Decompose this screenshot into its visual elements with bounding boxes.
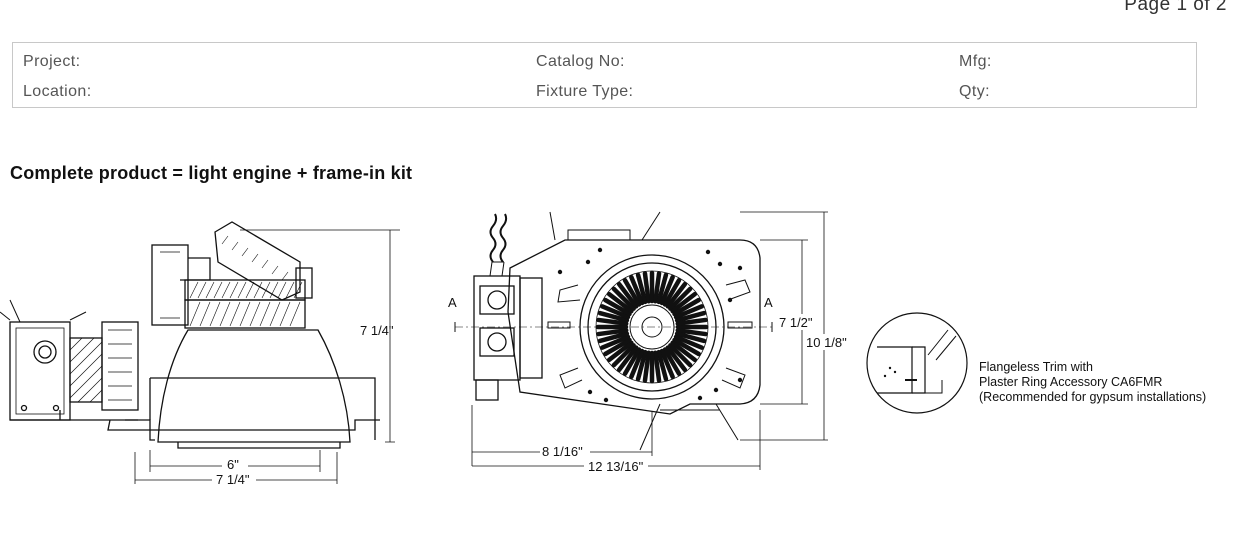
heat-sink-fins xyxy=(595,270,709,384)
detail-note-line-3: (Recommended for gypsum installations) xyxy=(979,390,1207,404)
mounting-hole xyxy=(697,395,703,401)
project-field: Project: xyxy=(23,53,81,70)
mounting-hole xyxy=(603,397,609,403)
fin xyxy=(675,328,708,337)
detail-note-line-2: Plaster Ring Accessory CA6FMR xyxy=(979,375,1163,389)
mounting-hole xyxy=(737,377,743,383)
fin xyxy=(642,271,651,304)
fin xyxy=(616,345,639,373)
section-marker-left: A xyxy=(448,295,457,310)
fin xyxy=(635,272,648,305)
section-marker-right: A xyxy=(764,295,773,310)
side-width-dim: 7 1/4" xyxy=(216,472,250,487)
fin xyxy=(673,304,705,320)
fin xyxy=(597,331,630,344)
fin xyxy=(673,334,705,350)
fin xyxy=(668,286,693,311)
fin xyxy=(653,271,662,304)
fin xyxy=(597,310,630,323)
technical-drawing: 7 1/4" 6" 7 1/4" xyxy=(0,211,968,487)
fixture-type-field: Fixture Type: xyxy=(536,83,634,100)
fin xyxy=(596,328,629,337)
fin xyxy=(672,337,702,357)
mounting-hole xyxy=(737,265,743,271)
detail-note: Flangeless Trim with Plaster Ring Access… xyxy=(979,360,1239,405)
mounting-hole xyxy=(597,247,603,253)
fin xyxy=(674,331,707,344)
fin xyxy=(642,350,651,383)
fin xyxy=(606,291,634,314)
fin xyxy=(653,350,662,383)
fin xyxy=(622,347,642,377)
project-info-box: Project: Location: Catalog No: Fixture T… xyxy=(12,42,1197,108)
location-field: Location: xyxy=(23,83,92,100)
fin xyxy=(665,345,688,373)
fin xyxy=(611,286,636,311)
side-height-dim: 7 1/4" xyxy=(360,323,394,338)
fin xyxy=(670,291,698,314)
fin xyxy=(596,317,629,326)
frame-holes xyxy=(557,247,743,403)
page-number: Page 1 of 2 xyxy=(1124,0,1227,15)
fin xyxy=(656,272,669,305)
section-heading: Complete product = light engine + frame-… xyxy=(10,163,413,183)
width-outer-dim: 12 13/16" xyxy=(588,459,644,474)
qty-field: Qty: xyxy=(959,83,990,100)
mounting-hole xyxy=(713,387,719,393)
fin xyxy=(674,310,707,323)
fin xyxy=(662,277,682,307)
outer-height-dim: 10 1/8" xyxy=(806,335,847,350)
fin xyxy=(672,297,702,317)
fin xyxy=(668,343,693,368)
top-view-drawing xyxy=(454,211,828,470)
mounting-hole xyxy=(705,249,711,255)
aperture-dim: 6" xyxy=(227,457,239,472)
fin xyxy=(606,340,634,363)
inner-height-dim: 7 1/2" xyxy=(779,315,813,330)
fin xyxy=(602,337,632,357)
fin xyxy=(611,343,636,368)
fin xyxy=(599,334,631,350)
fin xyxy=(616,281,639,309)
mfg-field: Mfg: xyxy=(959,53,992,70)
fin xyxy=(662,347,682,377)
catalog-no-field: Catalog No: xyxy=(536,53,625,70)
mounting-hole xyxy=(727,297,733,303)
detail-note-line-1: Flangeless Trim with xyxy=(979,360,1093,374)
fin xyxy=(659,274,675,306)
mounting-hole xyxy=(587,389,593,395)
fin xyxy=(629,274,645,306)
mounting-hole xyxy=(557,269,563,275)
fin xyxy=(602,297,632,317)
fin xyxy=(599,304,631,320)
width-inner-dim: 8 1/16" xyxy=(542,444,583,459)
mounting-hole xyxy=(585,259,591,265)
fin xyxy=(659,348,675,380)
fin xyxy=(656,349,669,382)
detail-circle-drawing xyxy=(866,312,968,414)
side-view-drawing xyxy=(0,221,400,484)
fin xyxy=(629,348,645,380)
fin xyxy=(622,277,642,307)
mounting-hole xyxy=(717,261,723,267)
fin xyxy=(635,349,648,382)
fin xyxy=(675,317,708,326)
fin xyxy=(665,281,688,309)
fin xyxy=(670,340,698,363)
